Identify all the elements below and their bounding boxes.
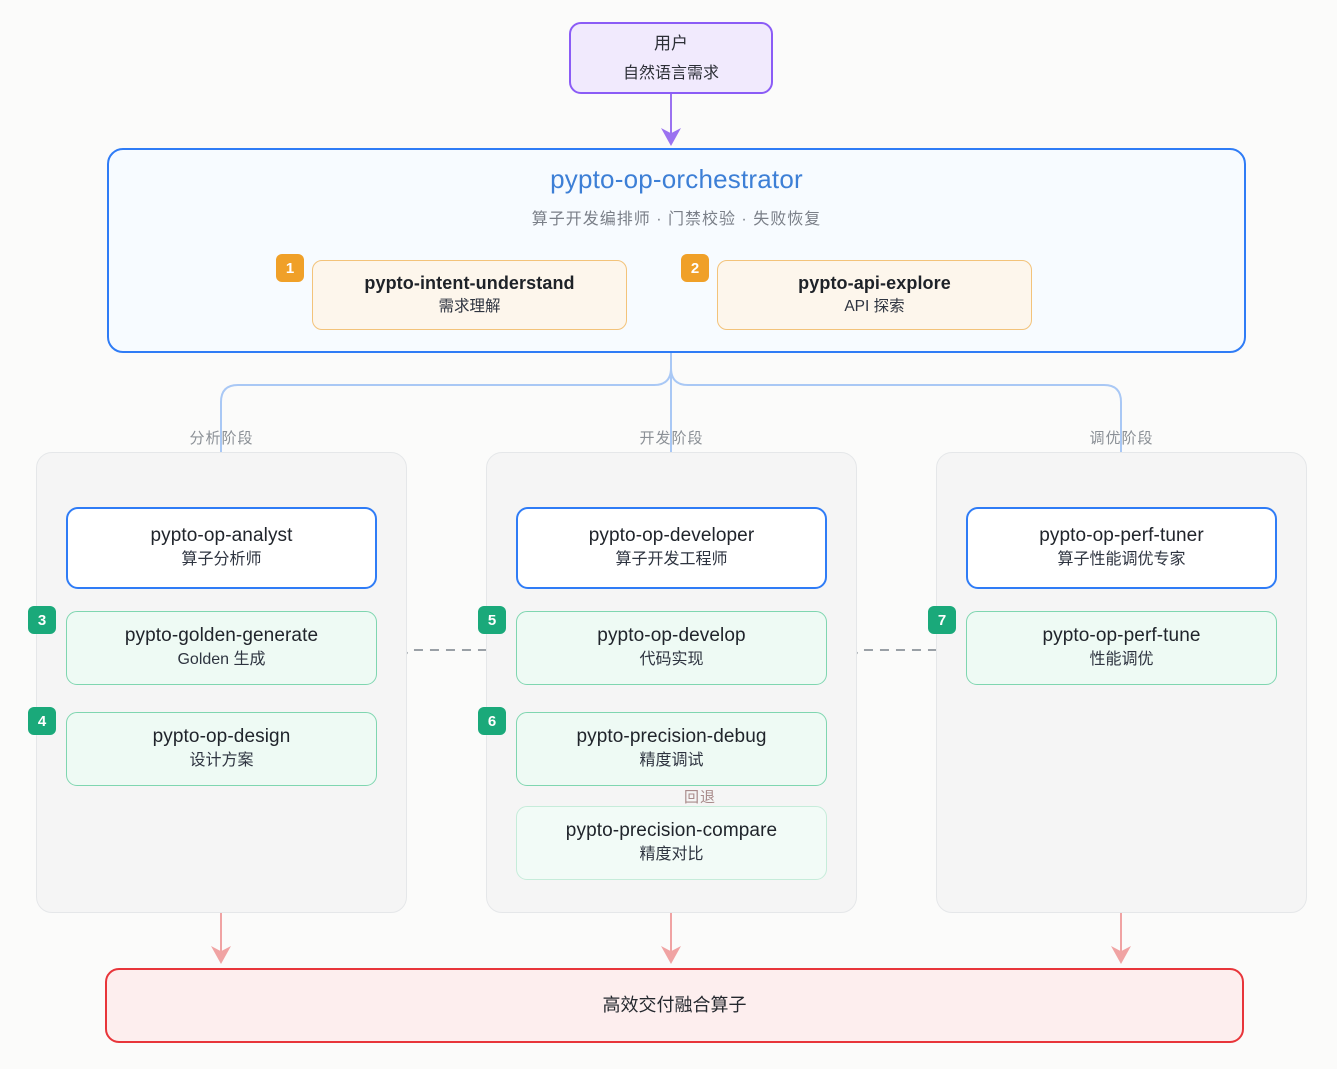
orchestrator-container[interactable]: pypto-op-orchestrator 算子开发编排师 · 门禁校验 · 失… [107,148,1246,353]
task-card-title: pypto-precision-compare [565,820,778,842]
result-node[interactable]: 高效交付融合算子 [105,968,1244,1043]
task-card-subtitle: 精度调试 [639,751,704,769]
task-card-golden-generate[interactable]: pypto-golden-generate Golden 生成 [66,611,377,685]
task-card-subtitle: 精度对比 [639,845,704,863]
task-badge-5: 5 [478,606,506,634]
agent-card-title: pypto-op-analyst [150,525,293,547]
agent-card-op-analyst[interactable]: pypto-op-analyst 算子分析师 [66,507,377,589]
user-node-title: 用户 [654,34,688,54]
task-card-subtitle: Golden 生成 [177,650,266,668]
agent-card-op-perf-tuner[interactable]: pypto-op-perf-tuner 算子性能调优专家 [966,507,1277,589]
task-card-subtitle: 设计方案 [189,751,254,769]
step-card-intent-understand[interactable]: pypto-intent-understand 需求理解 [312,260,627,330]
task-card-title: pypto-precision-debug [576,726,767,748]
task-badge-4: 4 [28,707,56,735]
agent-card-subtitle: 算子性能调优专家 [1057,550,1186,568]
task-badge-6: 6 [478,707,506,735]
orchestrator-subtitle: 算子开发编排师 · 门禁校验 · 失败恢复 [531,211,822,228]
orchestrator-title: pypto-op-orchestrator [550,164,803,194]
step-badge-1: 1 [276,254,304,282]
user-node[interactable]: 用户 自然语言需求 [569,22,773,94]
task-card-precision-compare[interactable]: pypto-precision-compare 精度对比 [516,806,827,880]
step-badge-2: 2 [681,254,709,282]
task-card-op-design[interactable]: pypto-op-design 设计方案 [66,712,377,786]
edge-label-rollback: 回退 [684,789,717,806]
agent-card-title: pypto-op-perf-tuner [1039,525,1204,547]
task-card-precision-debug[interactable]: pypto-precision-debug 精度调试 [516,712,827,786]
step-card-subtitle: 需求理解 [438,297,501,315]
task-card-title: pypto-op-design [152,726,291,748]
agent-card-subtitle: 算子开发工程师 [615,550,728,568]
step-card-api-explore[interactable]: pypto-api-explore API 探索 [717,260,1032,330]
step-card-subtitle: API 探索 [844,297,905,315]
edge-phases-to-result [211,913,1131,964]
phase-label-development: 开发阶段 [639,430,704,447]
task-card-title: pypto-op-develop [597,625,746,647]
task-card-title: pypto-op-perf-tune [1042,625,1201,647]
task-card-op-perf-tune[interactable]: pypto-op-perf-tune 性能调优 [966,611,1277,685]
agent-card-title: pypto-op-developer [588,525,755,547]
task-badge-7: 7 [928,606,956,634]
user-node-subtitle: 自然语言需求 [622,64,719,82]
phase-label-tuning: 调优阶段 [1089,430,1154,447]
step-card-title: pypto-api-explore [798,273,951,294]
result-node-label: 高效交付融合算子 [602,994,747,1015]
agent-card-subtitle: 算子分析师 [181,550,262,568]
task-badge-3: 3 [28,606,56,634]
task-card-subtitle: 代码实现 [639,650,704,668]
task-card-subtitle: 性能调优 [1089,650,1154,668]
task-card-title: pypto-golden-generate [124,625,319,647]
agent-card-op-developer[interactable]: pypto-op-developer 算子开发工程师 [516,507,827,589]
phase-label-analysis: 分析阶段 [189,430,254,447]
step-card-title: pypto-intent-understand [364,273,575,294]
task-card-op-develop[interactable]: pypto-op-develop 代码实现 [516,611,827,685]
